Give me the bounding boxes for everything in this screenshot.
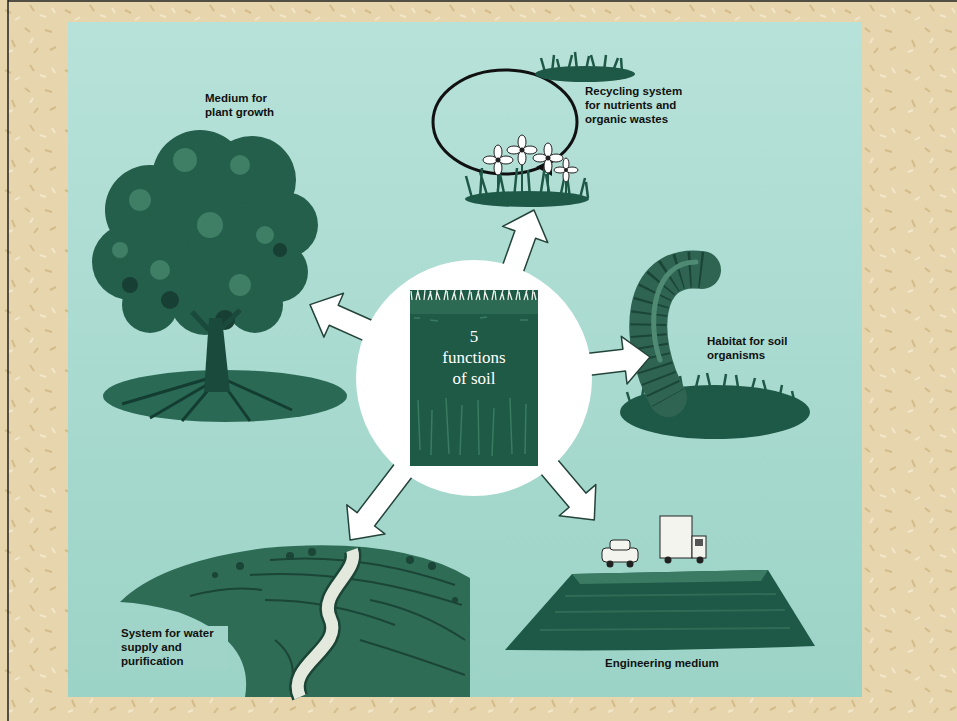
watershed-illustration-part-part (452, 597, 458, 603)
recycling-illustration (433, 52, 635, 207)
earthworm-illustration (620, 262, 810, 439)
recycling-illustration-part-part (520, 148, 525, 153)
watershed-illustration-part-part (428, 562, 436, 570)
tree-illustration-part (92, 130, 318, 335)
tree-illustration-part (192, 310, 240, 330)
roadbed-illustration-part (505, 570, 815, 651)
tree-illustration-part-part (273, 243, 287, 257)
function-label: Medium for plant growth (205, 92, 287, 120)
roadbed-illustration-part (540, 594, 790, 630)
car-icon-part (607, 561, 614, 568)
watershed-illustration-part (120, 545, 470, 697)
slide-edge (7, 0, 9, 721)
recycling-illustration-part-part (483, 156, 497, 164)
truck-icon-part (665, 557, 672, 564)
tree-illustration-part-part (229, 274, 251, 296)
soil-block (410, 290, 538, 466)
function-label: Engineering medium (605, 657, 755, 671)
soil-block-part (410, 290, 538, 466)
teal-panel (68, 22, 862, 697)
function-arrow (582, 336, 650, 384)
recycling-illustration-part-part (533, 154, 547, 162)
hub-disc (356, 260, 592, 496)
function-panel: Medium for plant growth (95, 88, 310, 425)
car-icon (602, 540, 638, 568)
hub-title: 5 functions of soil (436, 326, 512, 389)
recycling-illustration-part-part (523, 146, 537, 154)
truck-icon-part (697, 557, 704, 564)
recycling-illustration-part-part (564, 168, 568, 172)
watershed-illustration-part-part (212, 572, 218, 578)
tree-illustration-part-part (150, 260, 170, 280)
tree-illustration-part-part (256, 226, 274, 244)
watershed-illustration-part-part (308, 548, 316, 556)
tree-illustration-part-part (129, 189, 151, 211)
earthworm-illustration-part (654, 262, 696, 360)
truck-icon-part (692, 536, 706, 558)
recycling-illustration-part-part (499, 156, 513, 164)
recycling-illustration-part-part (507, 146, 521, 154)
recycling-illustration-part-part (546, 156, 551, 161)
watershed-illustration-part-part (236, 562, 244, 570)
function-panel: Engineering medium (500, 520, 820, 675)
tree-illustration-part-part (161, 291, 179, 309)
tree-illustration-part (112, 148, 274, 296)
recycling-illustration-part (535, 66, 635, 82)
car-icon-part (627, 561, 634, 568)
recycling-illustration-part (483, 135, 578, 182)
recycling-illustration-part (496, 148, 569, 173)
tree-illustration-part-part (122, 277, 178, 333)
function-label: Habitat for soil organisms (707, 335, 802, 363)
recycling-illustration-part (466, 164, 588, 198)
soil-block-part (418, 398, 526, 456)
roadbed-illustration (505, 516, 815, 651)
watershed-illustration-part-part (406, 556, 414, 564)
function-panel: Recycling system for nutrients and organ… (420, 50, 705, 210)
recycling-illustration-part (433, 70, 577, 174)
function-panel: Habitat for soil organisms (650, 250, 810, 445)
slide-edge (8, 0, 957, 2)
watershed-illustration-part-part (286, 552, 294, 560)
truck-icon-part (660, 516, 692, 558)
car-icon-part (610, 540, 630, 550)
tree-illustration-part-part (173, 148, 197, 172)
tree-illustration-part-part (230, 155, 250, 175)
soil-block-part (414, 317, 528, 321)
soil-hub: 5 functions of soil (356, 260, 592, 496)
watershed-illustration-part (298, 550, 353, 697)
function-label: System for water supply and purification (118, 626, 228, 669)
recycling-illustration-part (541, 52, 622, 72)
tree-illustration-part-part (197, 212, 223, 238)
recycling-illustration-part-part (496, 158, 501, 163)
function-label: Recycling system for nutrients and organ… (585, 85, 700, 126)
soil-block-part (410, 300, 538, 314)
watershed-illustration-part (298, 550, 353, 697)
truck-icon (660, 516, 706, 564)
tree-illustration-part-part (122, 277, 138, 293)
recycling-illustration-part-part (549, 154, 563, 162)
tree-illustration-part (122, 243, 287, 330)
roadbed-illustration-part (572, 570, 768, 584)
tree-illustration (92, 130, 347, 422)
watershed-illustration (120, 545, 470, 697)
soil-block-part (411, 290, 536, 300)
function-panel: System for water supply and purification (105, 540, 475, 697)
tree-illustration-part-part (112, 242, 128, 258)
truck-icon-part (695, 539, 703, 546)
